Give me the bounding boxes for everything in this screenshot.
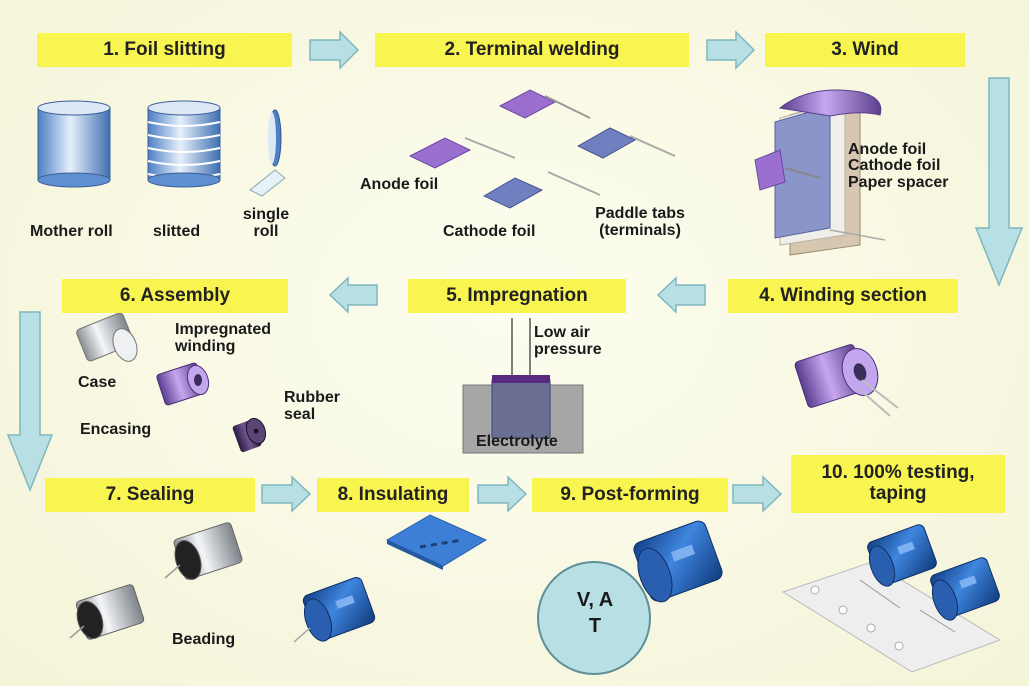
label-mother-roll: Mother roll (30, 223, 113, 240)
label-encasing: Encasing (80, 421, 152, 438)
step-6-assembly: 6. Assembly (62, 279, 288, 313)
insulated-capacitor-8 (293, 577, 376, 643)
label-anode-foil: Anode foil (360, 176, 439, 193)
arrow-9-10 (732, 475, 783, 513)
label-rubber-seal: Rubber seal (284, 389, 340, 423)
slitted-roll-illustration (147, 100, 221, 188)
arrow-3-4 (974, 77, 1024, 288)
case-illustration (76, 312, 138, 362)
label-low-air-pressure: Low air pressure (534, 324, 602, 358)
arrow-1-2 (309, 30, 360, 70)
label-impregnated-winding: Impregnated winding (175, 321, 272, 355)
arrow-5-6 (328, 276, 378, 314)
step-3-wind: 3. Wind (765, 33, 965, 67)
post-forming-capacitor (633, 520, 723, 603)
anode-foil-sheet-1 (498, 89, 591, 119)
step-9-post-forming: 9. Post-forming (532, 478, 728, 512)
tested-capacitor-1 (867, 524, 937, 587)
tested-capacitor-2 (930, 557, 1000, 621)
label-vat-line-2: T (588, 615, 602, 637)
sealed-case-illustration (164, 522, 243, 580)
vat-meter-circle (537, 561, 651, 675)
label-paddle-tabs: Paddle tabs (terminals) (595, 205, 685, 239)
label-slitted: slitted (153, 223, 201, 240)
label-cathode-foil: Cathode foil (443, 223, 536, 240)
impregnation-tank (462, 318, 584, 454)
anode-foil-sheet-2 (408, 137, 516, 169)
impregnated-winding-illustration (156, 362, 210, 406)
arrow-7-8 (261, 475, 312, 513)
arrow-4-5 (656, 276, 706, 314)
label-beading: Beading (172, 631, 236, 648)
winding-section-illustration (794, 344, 899, 417)
rubber-seal-illustration (232, 417, 267, 453)
arrow-2-3 (706, 30, 756, 70)
cathode-foil-sheet-2 (482, 171, 601, 209)
insulating-sleeve-sheet (385, 514, 488, 570)
label-wind-anode-foil: Anode foil (848, 141, 927, 158)
label-case: Case (78, 374, 117, 391)
label-vat-line-1: V, A (576, 589, 614, 611)
beaded-case-illustration (69, 584, 145, 640)
wind-illustration (754, 89, 886, 256)
arrow-6-7 (6, 311, 54, 493)
step-7-sealing: 7. Sealing (45, 478, 255, 512)
arrow-8-9 (477, 475, 528, 513)
label-wind-cathode-foil: Cathode foil (848, 157, 941, 174)
step-5-impregnation: 5. Impregnation (408, 279, 626, 313)
step-4-winding-section: 4. Winding section (728, 279, 958, 313)
step-10-testing-taping: 10. 100% testing, taping (791, 455, 1005, 513)
single-roll-illustration (249, 109, 286, 197)
label-single-roll: single roll (242, 206, 290, 240)
step-2-terminal-welding: 2. Terminal welding (375, 33, 689, 67)
taping-strip (781, 561, 1002, 673)
step-8-insulating: 8. Insulating (317, 478, 469, 512)
label-electrolyte: Electrolyte (476, 433, 558, 450)
step-1-foil-slitting: 1. Foil slitting (37, 33, 292, 67)
label-wind-paper-spacer: Paper spacer (848, 174, 949, 191)
cathode-foil-sheet-1 (576, 127, 676, 159)
mother-roll-illustration (37, 100, 111, 188)
